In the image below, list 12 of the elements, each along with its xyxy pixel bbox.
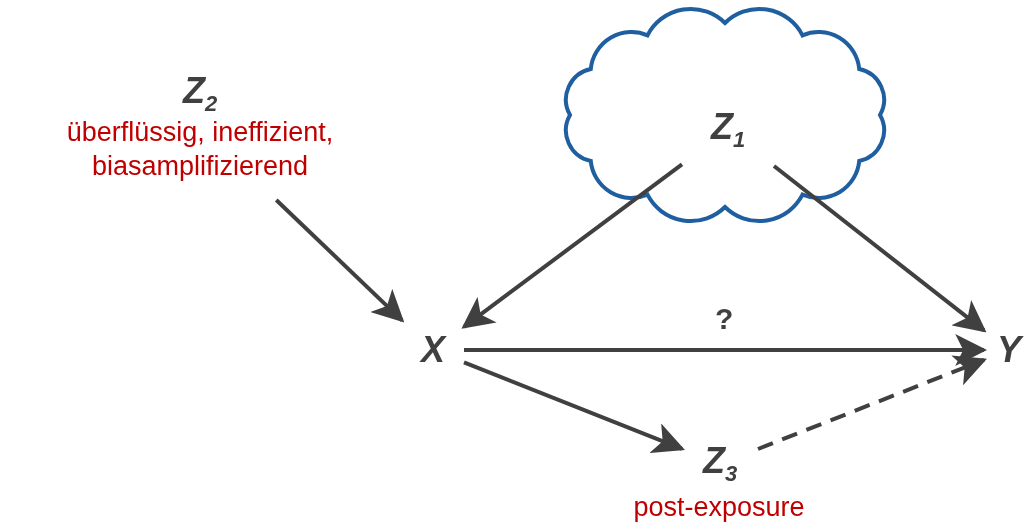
- arrow: [772, 164, 987, 333]
- arrow: [274, 198, 405, 323]
- variable-label: Z$_{1}$: [710, 107, 746, 153]
- arrow: [463, 360, 685, 454]
- variable-label: Z$_{3}$: [702, 441, 738, 487]
- annotation-text: überflüssig, ineffizient, biasamplifizierend: [65, 115, 335, 183]
- annotation-text: post-exposure: [632, 492, 806, 523]
- variable-label: X: [421, 330, 445, 370]
- arrow: [461, 162, 684, 329]
- variable-label: Z$_{2}$: [182, 70, 218, 116]
- arrow: [464, 334, 988, 366]
- dashed-arrow: [757, 355, 987, 451]
